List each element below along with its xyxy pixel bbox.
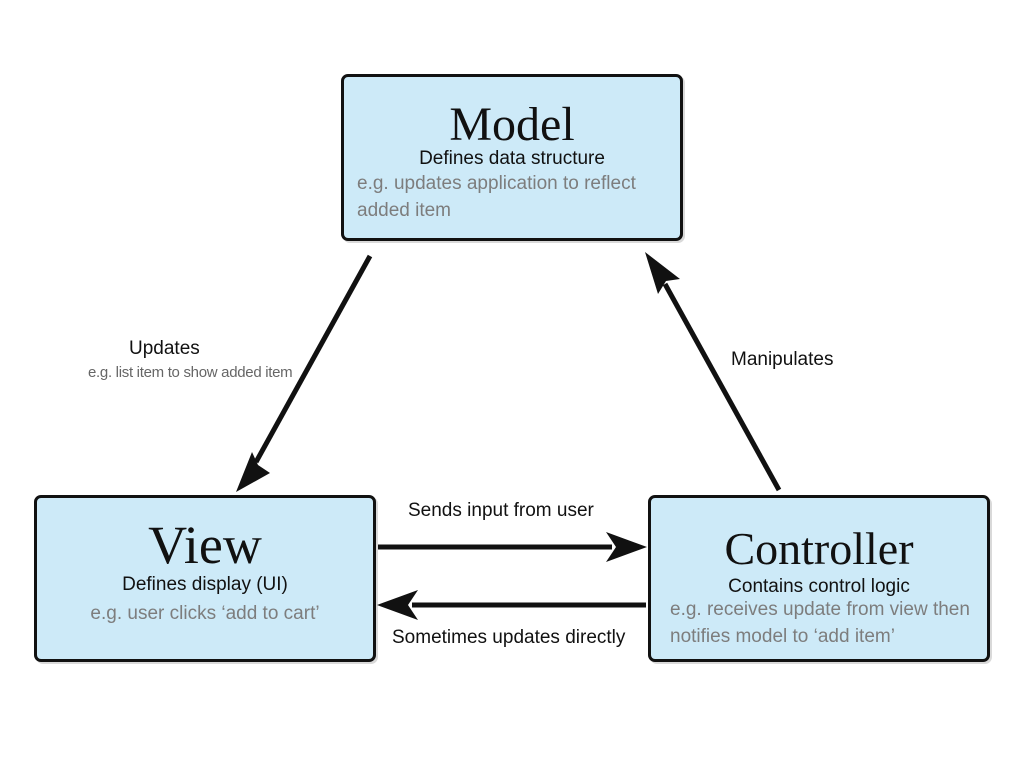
model-box: Model Defines data structure e.g. update… [341,74,683,241]
arrow-controller-to-view [377,590,646,620]
view-example: e.g. user clicks ‘add to cart’ [90,603,320,624]
controller-box: Controller Contains control logic e.g. r… [648,495,990,662]
label-sometimes-updates: Sometimes updates directly [392,627,626,648]
controller-role: Contains control logic [728,576,910,597]
arrow-view-to-controller [378,532,647,562]
model-role: Defines data structure [419,148,605,169]
controller-title: Controller [724,523,914,574]
label-manipulates: Manipulates [731,349,834,370]
model-title: Model [449,98,575,151]
label-sends-input: Sends input from user [408,500,594,521]
view-role: Defines display (UI) [122,574,288,595]
label-updates: Updates [129,338,200,359]
arrow-model-to-view [236,254,373,492]
model-example: e.g. updates application to reflect adde… [357,173,636,221]
arrow-controller-to-model [645,252,782,492]
view-title: View [148,515,262,575]
view-box: View Defines display (UI) e.g. user clic… [34,495,376,662]
controller-example: e.g. receives update from view then noti… [670,599,970,647]
label-updates-detail: e.g. list item to show added item [88,364,293,381]
